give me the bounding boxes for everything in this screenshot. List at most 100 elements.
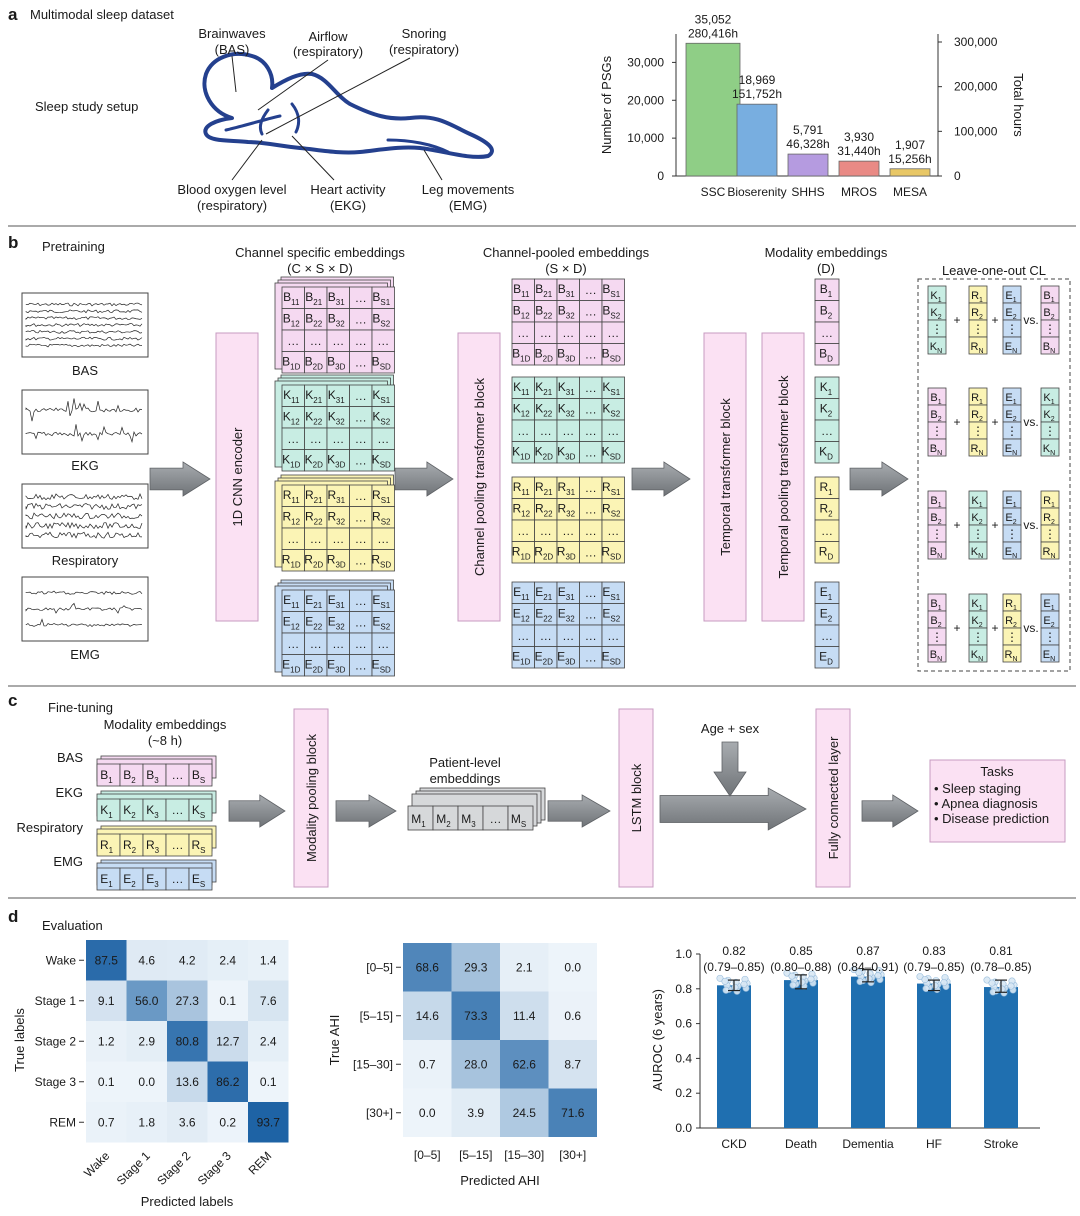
pooled-grid-E-entry: E3D <box>557 649 575 666</box>
pooled-grid-E-ellipsis: … <box>585 607 597 621</box>
temporal-transformer-block <box>703 332 747 622</box>
panel-c-letter: c <box>8 691 17 710</box>
cl-plus: + <box>991 313 998 327</box>
bar-bioserenity <box>736 103 778 177</box>
csd-grid-K-entry: K31 <box>328 388 345 405</box>
y2-tick-label: 200,000 <box>954 80 998 94</box>
cl-entry-E: E2 <box>1005 409 1016 423</box>
auroc-point <box>931 982 939 990</box>
pooled-grid-K-entry: K1D <box>512 444 530 461</box>
bar-hours-label: 15,256h <box>888 152 931 166</box>
heatmap-cell <box>86 1061 127 1102</box>
pooled-grid-R-entry: R1D <box>512 544 531 561</box>
auroc-ci-label: (0.80–0.88) <box>770 960 831 974</box>
modality-title: Modality embeddings <box>765 245 888 260</box>
auroc-point <box>789 981 797 989</box>
csd-grid-R-ellipsis: … <box>332 532 344 546</box>
pooled-grid-E-entry: E2D <box>535 649 553 666</box>
signal-trace-line <box>25 309 143 314</box>
pooled-dims: (S × D) <box>545 261 587 276</box>
heatmap-cell <box>500 943 549 992</box>
heatmap-x-title: Predicted labels <box>141 1194 234 1209</box>
heatmap-value: 1.8 <box>138 1115 155 1129</box>
csd-grid-K-ellipsis: … <box>355 410 367 424</box>
heatmap-value: 93.7 <box>257 1115 281 1129</box>
pooled-grid-E-ellipsis: … <box>585 586 597 600</box>
bar-hours-label: 151,752h <box>732 87 782 101</box>
cl-vdots: ⋮ <box>1006 527 1018 541</box>
heatmap-value: 7.6 <box>260 994 277 1008</box>
csd-grid-B-cell <box>371 351 395 374</box>
auroc-y-tick-label: 1.0 <box>675 947 692 961</box>
heatmap-cell <box>500 991 549 1040</box>
csd-grid-K-entry: K3D <box>327 452 345 469</box>
csd-grid-B-entry: BS2 <box>372 311 390 328</box>
heatmap-cell <box>248 980 289 1021</box>
ft-ellipsis: … <box>172 803 184 817</box>
heatmap-cell <box>126 1061 167 1102</box>
auroc-value-label: 0.81 <box>989 944 1013 958</box>
heatmap-cell <box>86 1021 127 1062</box>
bar-psg-label: 1,907 <box>895 138 925 152</box>
heatmap-cell <box>500 1040 549 1089</box>
arrow-pooled-to-temporal <box>631 461 691 497</box>
patient-entry: M2 <box>436 812 451 829</box>
modality-entry-B: B2 <box>820 303 833 320</box>
pooled-grid-B-ellipsis: … <box>585 347 597 361</box>
heatmap-value: 86.2 <box>216 1075 240 1089</box>
pooled-grid-E-ellipsis: … <box>562 629 574 643</box>
cl-cell-R <box>1002 644 1022 663</box>
panel-b-title: Pretraining <box>42 239 105 254</box>
csd-grid-E-ellipsis: … <box>287 637 299 651</box>
signal-trace-line <box>25 590 143 595</box>
csd-grid-E-ellipsis: … <box>355 637 367 651</box>
heatmap-col-label: Stage 2 <box>154 1148 193 1187</box>
heatmap-cell <box>548 991 597 1040</box>
signal-trace-line <box>25 329 143 334</box>
cl-dashed-box <box>917 278 1071 672</box>
patient-level-title-2: embeddings <box>430 771 501 786</box>
modality-entry-R: R1 <box>819 480 833 497</box>
brainwaves-label: Brainwaves <box>198 26 266 41</box>
modality-ellipsis: … <box>821 629 833 643</box>
temporal-transformer-block-label: Temporal transformer block <box>718 398 733 556</box>
modality-entry-R: R2 <box>819 501 833 518</box>
cl-vdots: ⋮ <box>1044 527 1056 541</box>
signal-trace-line <box>25 336 143 341</box>
bar-mros <box>838 160 880 177</box>
heatmap-cell <box>548 943 597 992</box>
csd-grid-K-entry: KS2 <box>372 409 390 426</box>
heatmap-value: 2.1 <box>516 960 533 974</box>
pooled-grid-E-entry: ESD <box>602 649 621 666</box>
csd-grid-E-entry: E3D <box>327 657 345 674</box>
patient-entry: M1 <box>411 812 426 829</box>
heatmap-value: 0.7 <box>419 1057 436 1071</box>
bar-hours-label: 280,416h <box>688 26 738 40</box>
pooled-title: Channel-pooled embeddings <box>483 245 650 260</box>
modality-ellipsis: … <box>821 524 833 538</box>
cl-vs: vs. <box>1023 415 1038 429</box>
pooled-grid-K-entry: K31 <box>558 380 575 397</box>
modality-entry-B: B1 <box>820 282 833 299</box>
panel-b-letter: b <box>8 233 18 252</box>
ft-row-label-R: Respiratory <box>17 820 84 835</box>
csd-grid-B-ellipsis: … <box>355 312 367 326</box>
snoring-label: Snoring <box>402 26 447 41</box>
csd-grid-B-entry: B2D <box>305 354 323 371</box>
y-axis-title: Number of PSGs <box>599 55 614 154</box>
signal-trace-line <box>25 602 143 614</box>
pooled-grid-B-ellipsis: … <box>517 326 529 340</box>
cl-entry-R: R1 <box>971 290 983 304</box>
heatmap-value: 2.9 <box>138 1034 155 1048</box>
heatmap-cell <box>248 940 289 981</box>
age-sex-label: Age + sex <box>701 721 760 736</box>
panel-d-letter: d <box>8 907 18 926</box>
csd-grid-B-entry: B12 <box>283 311 300 328</box>
heatmap-y-title: True AHI <box>327 1015 342 1066</box>
heatmap-row-label: [30+] <box>366 1106 393 1120</box>
pooled-grid-E-entry: E31 <box>558 585 575 602</box>
patient-cell <box>432 805 459 831</box>
heatmap-cell <box>403 1040 452 1089</box>
channel-pooling-block-label: Channel pooling transformer block <box>472 378 487 576</box>
cl-entry-B: B1 <box>1043 290 1054 304</box>
